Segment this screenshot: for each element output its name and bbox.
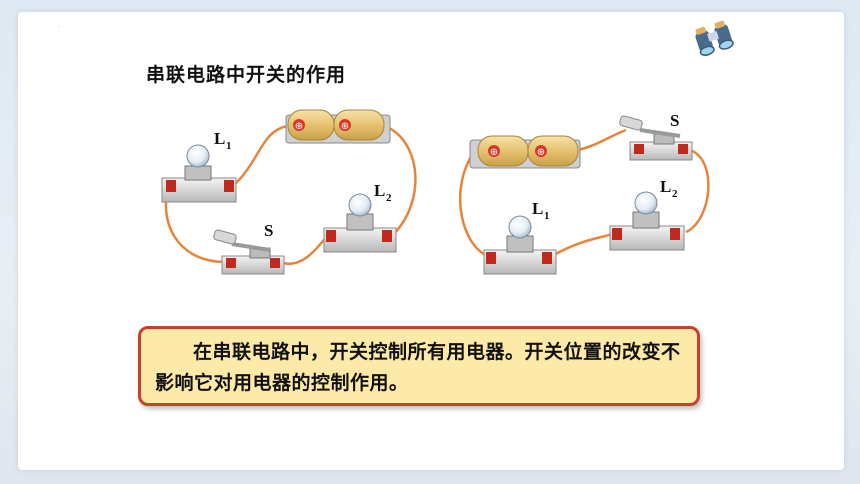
right-bulb-l2: L 2 [609, 177, 685, 251]
conclusion-text: 在串联电路中，开关控制所有用电器。开关位置的改变不影响它对用电器的控制作用。 [155, 341, 681, 394]
left-battery-plus-2: ⊕ [341, 121, 349, 132]
right-battery: ⊕ ⊕ [469, 135, 581, 169]
left-switch: S [213, 221, 285, 275]
left-l2-label: L [374, 181, 385, 200]
right-circuit: ⊕ ⊕ S L 1 [459, 111, 710, 275]
left-bulb-l2: L 2 [323, 181, 397, 253]
left-battery: ⊕ ⊕ [285, 109, 391, 144]
left-battery-plus-1: ⊕ [295, 121, 303, 132]
right-l1-subscript: 1 [544, 210, 550, 222]
right-battery-plus-2: ⊕ [537, 147, 545, 158]
right-switch: S [619, 111, 693, 161]
conclusion-callout: 在串联电路中，开关控制所有用电器。开关位置的改变不影响它对用电器的控制作用。 [138, 326, 700, 406]
left-l2-subscript: 2 [386, 192, 392, 204]
slide-title: 串联电路中开关的作用 [146, 64, 347, 86]
left-bulb-l1: L 1 [161, 129, 237, 203]
left-switch-label: S [264, 221, 273, 240]
left-circuit: ⊕ ⊕ L 1 S [161, 109, 417, 275]
right-switch-label: S [670, 111, 679, 130]
left-l1-label: L [214, 129, 225, 148]
circuit-diagrams: ⊕ ⊕ L 1 S [161, 109, 710, 275]
right-battery-plus-1: ⊕ [490, 147, 498, 158]
right-wires [459, 128, 710, 258]
left-l1-subscript: 1 [226, 140, 232, 152]
right-l1-label: L [532, 199, 543, 218]
right-l2-label: L [660, 177, 671, 196]
binoculars-icon [695, 20, 734, 56]
decorative-dot: . [58, 22, 60, 29]
right-l2-subscript: 2 [672, 188, 678, 200]
right-bulb-l1: L 1 [483, 199, 557, 275]
